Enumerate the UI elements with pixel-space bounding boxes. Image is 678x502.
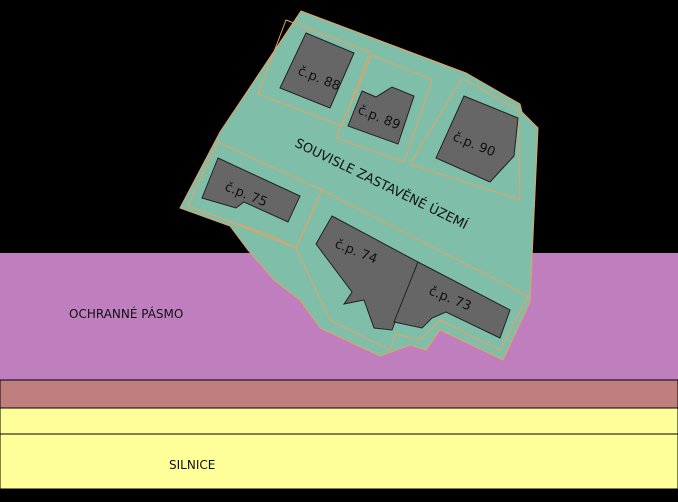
building-90[interactable] <box>435 95 519 183</box>
building-75[interactable] <box>201 157 301 223</box>
parcel-89 <box>335 54 433 163</box>
parcel-74-73 <box>295 189 529 351</box>
protection-zone-label: OCHRANNÉ PÁSMO <box>69 306 183 321</box>
road-lane-upper <box>0 407 678 435</box>
building-73[interactable] <box>393 261 511 339</box>
parcel-75 <box>187 141 323 249</box>
parcel-75-yard <box>225 219 297 249</box>
verge-strip <box>0 379 678 409</box>
building-89[interactable] <box>347 86 415 145</box>
parcel-90 <box>409 77 521 201</box>
road-lane-lower <box>0 433 678 490</box>
building-88[interactable] <box>279 32 355 109</box>
road-label: SILNICE <box>169 458 215 472</box>
parcel-borders <box>187 19 529 351</box>
parcel-88 <box>257 19 371 127</box>
buildings <box>201 32 519 339</box>
